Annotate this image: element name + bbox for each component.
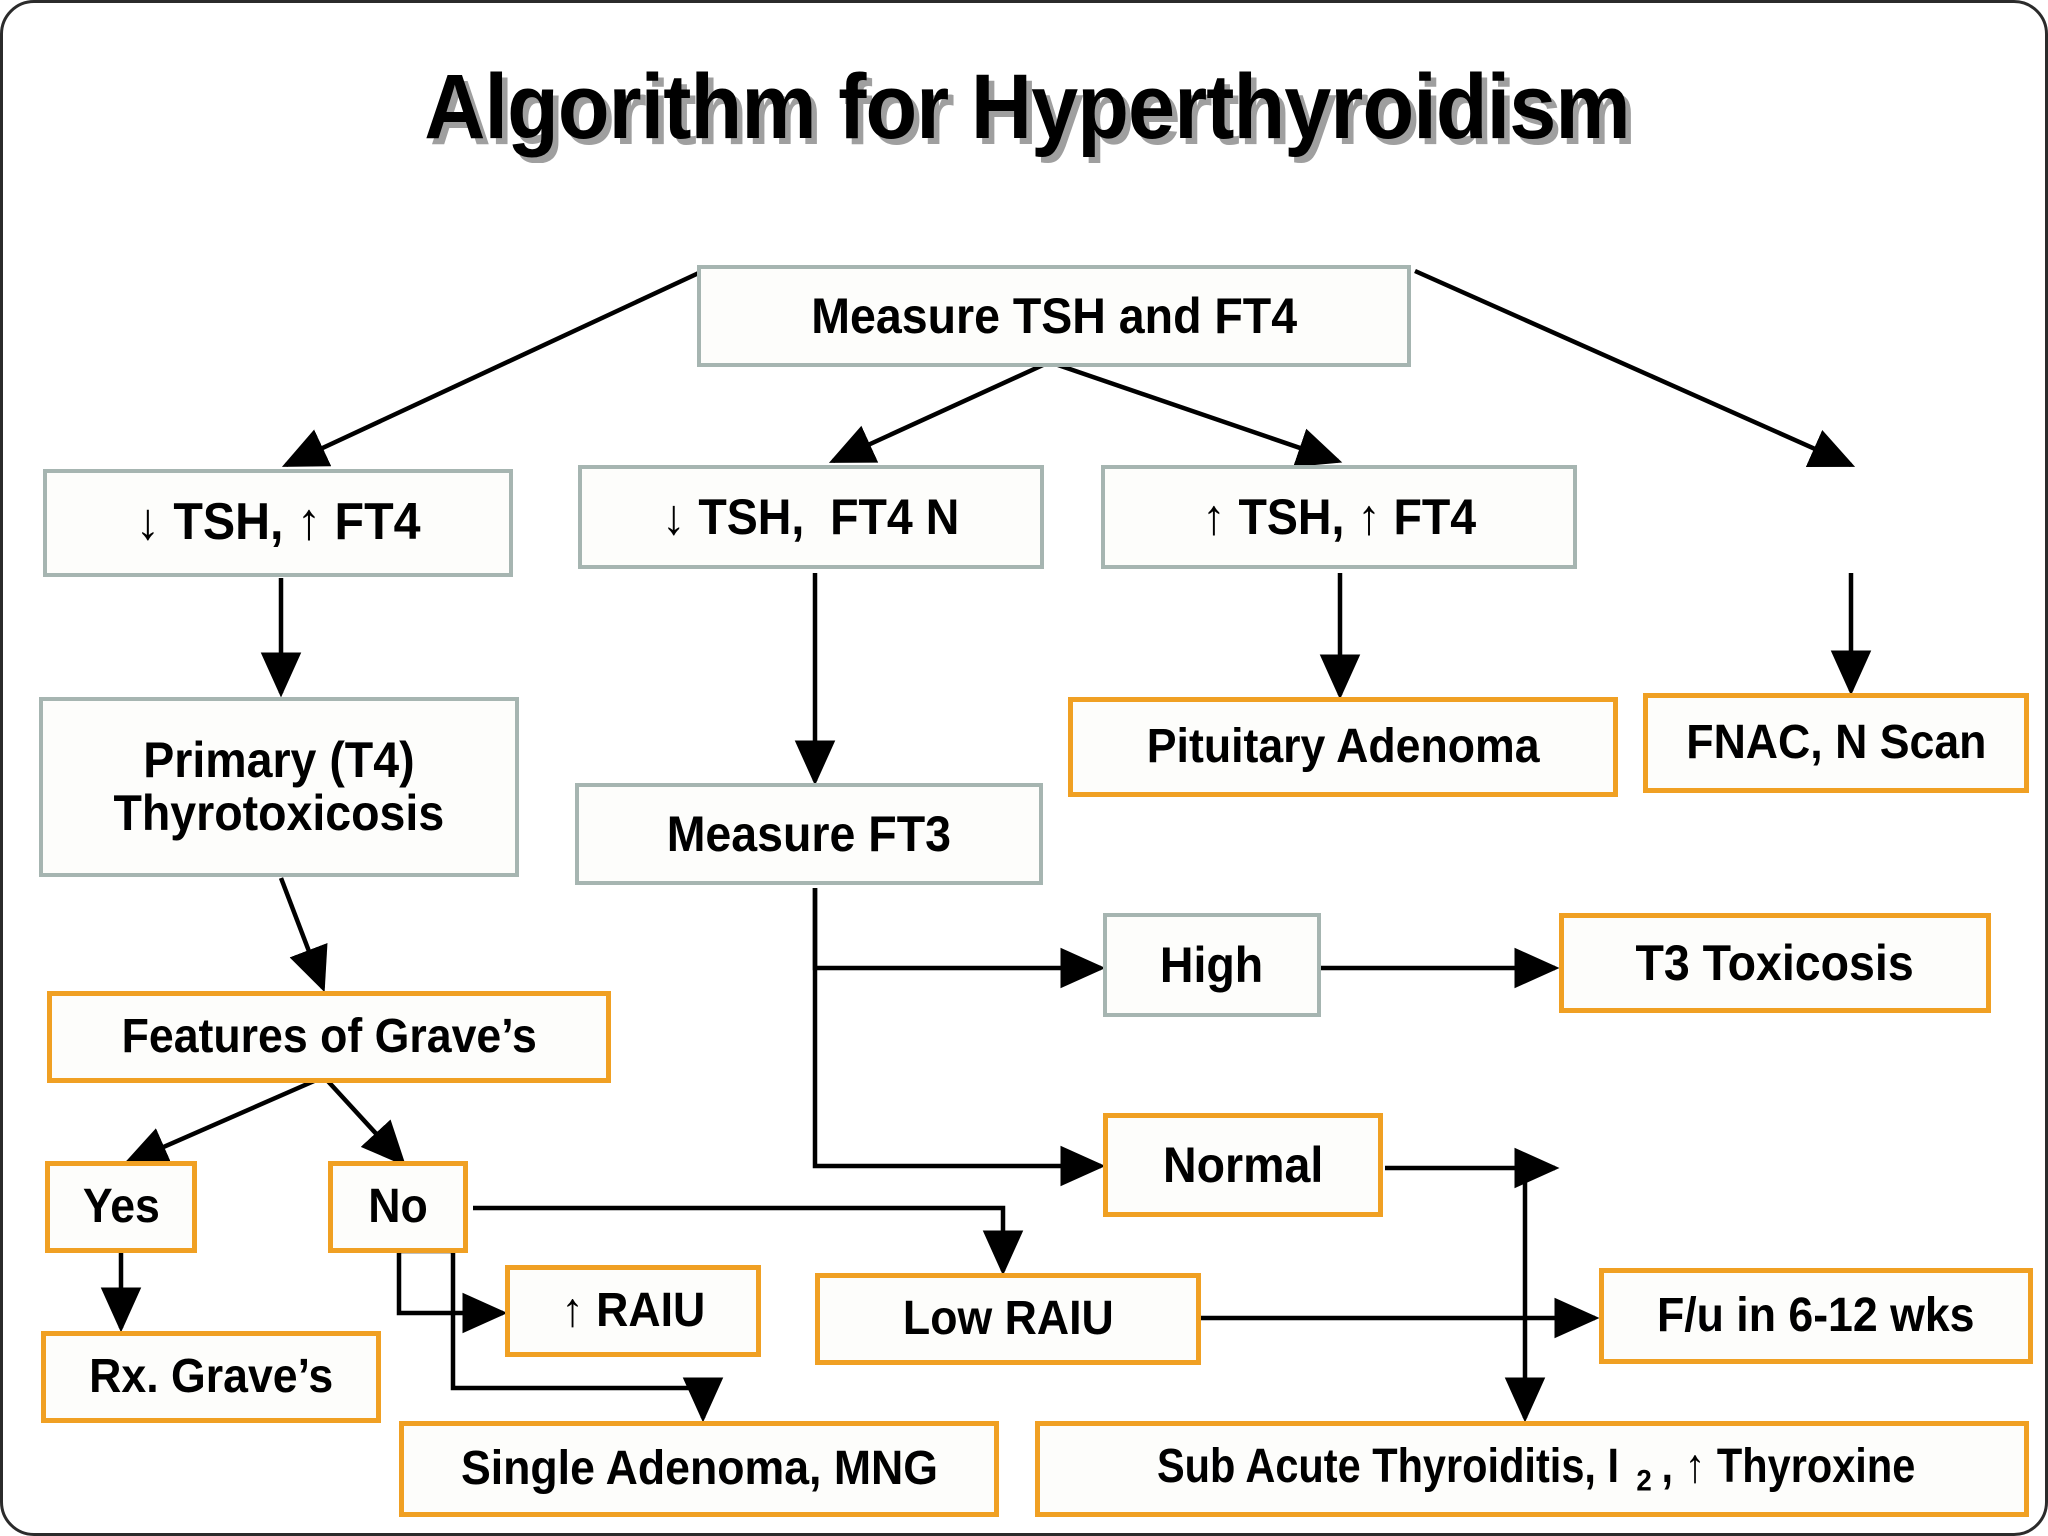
node-high-label: High	[1160, 936, 1264, 993]
node-low-raiu-label: Low RAIU	[902, 1291, 1114, 1345]
node-measure-ft3-label: Measure FT3	[666, 805, 952, 862]
node-primary-thyrotoxicosis-line2: Thyrotoxicosis	[113, 785, 445, 841]
node-high[interactable]: High	[1103, 913, 1321, 1017]
node-yes-label: Yes	[82, 1179, 160, 1233]
edge-top-to-low-normal	[828, 362, 1044, 464]
node-sub-acute-thyroiditis-label: Sub Acute Thyroiditis, I 2 , ↑ Thyroxine	[1139, 1439, 1924, 1497]
sub-acute-post: , ↑ Thyroxine	[1661, 1439, 1915, 1493]
edge-features-to-no	[323, 1076, 407, 1167]
node-features-of-graves-label: Features of Grave’s	[121, 1009, 537, 1063]
node-normal[interactable]: Normal	[1103, 1113, 1383, 1217]
edge-no-to-low-raiu	[473, 1205, 1024, 1276]
node-measure-ft3[interactable]: Measure FT3	[575, 783, 1043, 885]
node-low-tsh-normal-ft4-label: ↓ TSH, FT4 N	[662, 488, 960, 545]
edge-ft3-to-high	[812, 888, 1106, 989]
node-fu-in-6-12-wks[interactable]: F/u in 6-12 wks	[1599, 1268, 2033, 1364]
node-t3-toxicosis-label: T3 Toxicosis	[1635, 934, 1915, 991]
node-low-tsh-high-ft4[interactable]: ↓ TSH, ↑ FT4	[43, 469, 513, 577]
node-no[interactable]: No	[328, 1161, 468, 1253]
node-normal-label: Normal	[1162, 1136, 1324, 1193]
node-measure-tsh-ft4-label: Measure TSH and FT4	[811, 287, 1297, 344]
node-t3-toxicosis[interactable]: T3 Toxicosis	[1559, 913, 1991, 1013]
sub-acute-pre: Sub Acute Thyroiditis, I	[1156, 1439, 1619, 1493]
node-high-raiu-label: ↑ RAIU	[561, 1283, 705, 1337]
node-high-tsh-high-ft4[interactable]: ↑ TSH, ↑ FT4	[1101, 465, 1577, 569]
node-sub-acute-thyroiditis[interactable]: Sub Acute Thyroiditis, I 2 , ↑ Thyroxine	[1035, 1421, 2029, 1517]
node-high-raiu[interactable]: ↑ RAIU	[505, 1265, 761, 1357]
node-pituitary-adenoma[interactable]: Pituitary Adenoma	[1068, 697, 1618, 797]
node-single-adenoma-mng-label: Single Adenoma, MNG	[460, 1441, 938, 1495]
edge-top-to-high-high	[1057, 362, 1343, 468]
edge-top-to-fnac	[1414, 268, 1856, 468]
node-fnac-n-scan-label: FNAC, N Scan	[1685, 715, 1987, 769]
node-high-tsh-high-ft4-label: ↑ TSH, ↑ FT4	[1202, 488, 1476, 545]
node-low-raiu[interactable]: Low RAIU	[815, 1273, 1201, 1365]
node-fu-in-6-12-wks-label: F/u in 6-12 wks	[1657, 1288, 1975, 1342]
node-low-tsh-high-ft4-label: ↓ TSH, ↑ FT4	[135, 493, 421, 552]
edge-ft3-to-normal	[812, 888, 1106, 1187]
node-low-tsh-normal-ft4[interactable]: ↓ TSH, FT4 N	[578, 465, 1044, 569]
node-fnac-n-scan[interactable]: FNAC, N Scan	[1643, 693, 2029, 793]
node-primary-thyrotoxicosis[interactable]: Primary (T4) Thyrotoxicosis	[39, 697, 519, 877]
node-rx-graves-label: Rx. Grave’s	[88, 1349, 334, 1403]
node-yes[interactable]: Yes	[45, 1161, 197, 1253]
node-single-adenoma-mng[interactable]: Single Adenoma, MNG	[399, 1421, 999, 1517]
node-pituitary-adenoma-label: Pituitary Adenoma	[1146, 719, 1540, 773]
node-features-of-graves[interactable]: Features of Grave’s	[47, 991, 611, 1083]
node-no-label: No	[368, 1179, 428, 1233]
edge-no-to-high-raiu	[396, 1251, 508, 1334]
edge-features-to-yes	[122, 1075, 322, 1166]
page-title: Algorithm for Hyperthyroidism	[424, 56, 1630, 158]
sub-acute-subscript: 2	[1636, 1463, 1652, 1497]
node-rx-graves[interactable]: Rx. Grave’s	[41, 1331, 381, 1423]
edge-primary-to-features	[278, 877, 328, 993]
edge-top-to-low-high	[281, 268, 704, 468]
node-measure-tsh-ft4[interactable]: Measure TSH and FT4	[697, 265, 1411, 367]
node-primary-thyrotoxicosis-line1: Primary (T4)	[143, 732, 415, 788]
